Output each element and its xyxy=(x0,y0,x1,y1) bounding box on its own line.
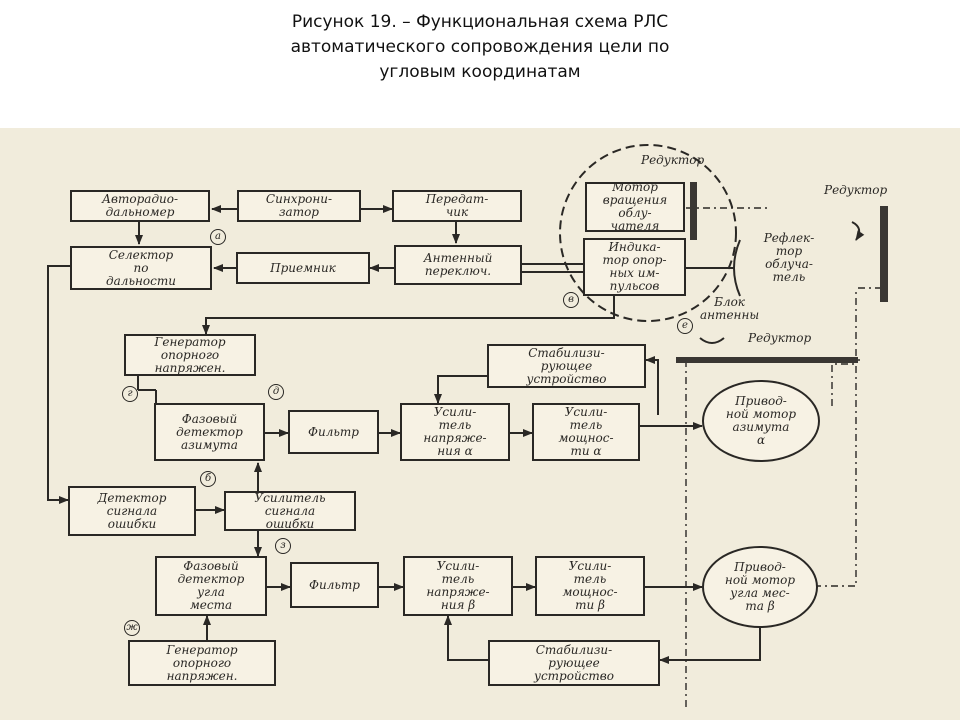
rotation-motor-block: Мотор вращения облу- чателя xyxy=(585,182,685,232)
diagram-scan: Авторадио- дальномер Синхрони- затор Пер… xyxy=(0,128,960,720)
gear-vertical-left xyxy=(690,182,697,240)
antenna-unit-outline xyxy=(559,144,737,322)
reducer-label-top: Редуктор xyxy=(641,153,705,167)
antenna-unit-label: Блок антенны xyxy=(700,295,760,322)
caption-line-3: угловым координатам xyxy=(379,62,581,82)
marker-d: д xyxy=(268,384,284,400)
marker-zh: ж xyxy=(124,620,140,636)
gear-vertical-right xyxy=(880,206,888,302)
marker-v: в xyxy=(563,292,579,308)
error-amplifier-block: Усилитель сигнала ошибки xyxy=(224,491,356,531)
diagram-wiring xyxy=(47,144,888,708)
gear-horizontal xyxy=(676,357,858,363)
power-amplifier-alpha-block: Усили- тель мощнос- ти α xyxy=(532,403,640,461)
reference-pulse-indicator-block: Индика- тор опор- ных им- пульсов xyxy=(583,238,686,296)
elevation-drive-motor-circle: Привод- ной мотор угла мес- та β xyxy=(702,546,818,628)
reducer-label-bottom: Редуктор xyxy=(748,331,812,345)
figure-caption: Рисунок 19. – Функциональная схема РЛС а… xyxy=(180,10,780,85)
filter-top-block: Фильтр xyxy=(288,410,379,454)
marker-b: б xyxy=(200,471,216,487)
receiver-block: Приемник xyxy=(236,252,370,284)
power-amplifier-beta-block: Усили- тель мощнос- ти β xyxy=(535,556,645,616)
reference-generator-top-block: Генератор опорного напряжен. xyxy=(124,334,256,376)
synchronizer-block: Синхрони- затор xyxy=(237,190,361,222)
voltage-amplifier-beta-block: Усили- тель напряже- ния β xyxy=(403,556,513,616)
caption-line-1: Рисунок 19. – Функциональная схема РЛС xyxy=(291,12,669,32)
antenna-switch-block: Антенный переключ. xyxy=(394,245,522,285)
voltage-amplifier-alpha-block: Усили- тель напряже- ния α xyxy=(400,403,510,461)
reducer-label-right: Редуктор xyxy=(824,183,888,197)
range-selector-block: Селектор по дальности xyxy=(70,246,212,290)
marker-e: е xyxy=(677,318,693,334)
elevation-phase-detector-block: Фазовый детектор угла места xyxy=(155,556,267,616)
stabilizer-top-block: Стабилизи- рующее устройство xyxy=(487,344,646,388)
azimuth-drive-motor-circle: Привод- ной мотор азимута α xyxy=(702,380,820,462)
caption-line-2: автоматического сопровождения цели по xyxy=(290,37,670,57)
reflector-feed-label: Рефлек- тор облуча- тель xyxy=(763,231,815,284)
azimuth-phase-detector-block: Фазовый детектор азимута xyxy=(154,403,265,461)
reference-generator-bottom-block: Генератор опорного напряжен. xyxy=(128,640,276,686)
transmitter-block: Передат- чик xyxy=(392,190,522,222)
error-detector-block: Детектор сигнала ошибки xyxy=(68,486,196,536)
autorange-block: Авторадио- дальномер xyxy=(70,190,210,222)
filter-bottom-block: Фильтр xyxy=(290,562,379,608)
stabilizer-bottom-block: Стабилизи- рующее устройство xyxy=(488,640,660,686)
marker-a: а xyxy=(210,229,226,245)
marker-g: г xyxy=(122,386,138,402)
marker-z: з xyxy=(275,538,291,554)
